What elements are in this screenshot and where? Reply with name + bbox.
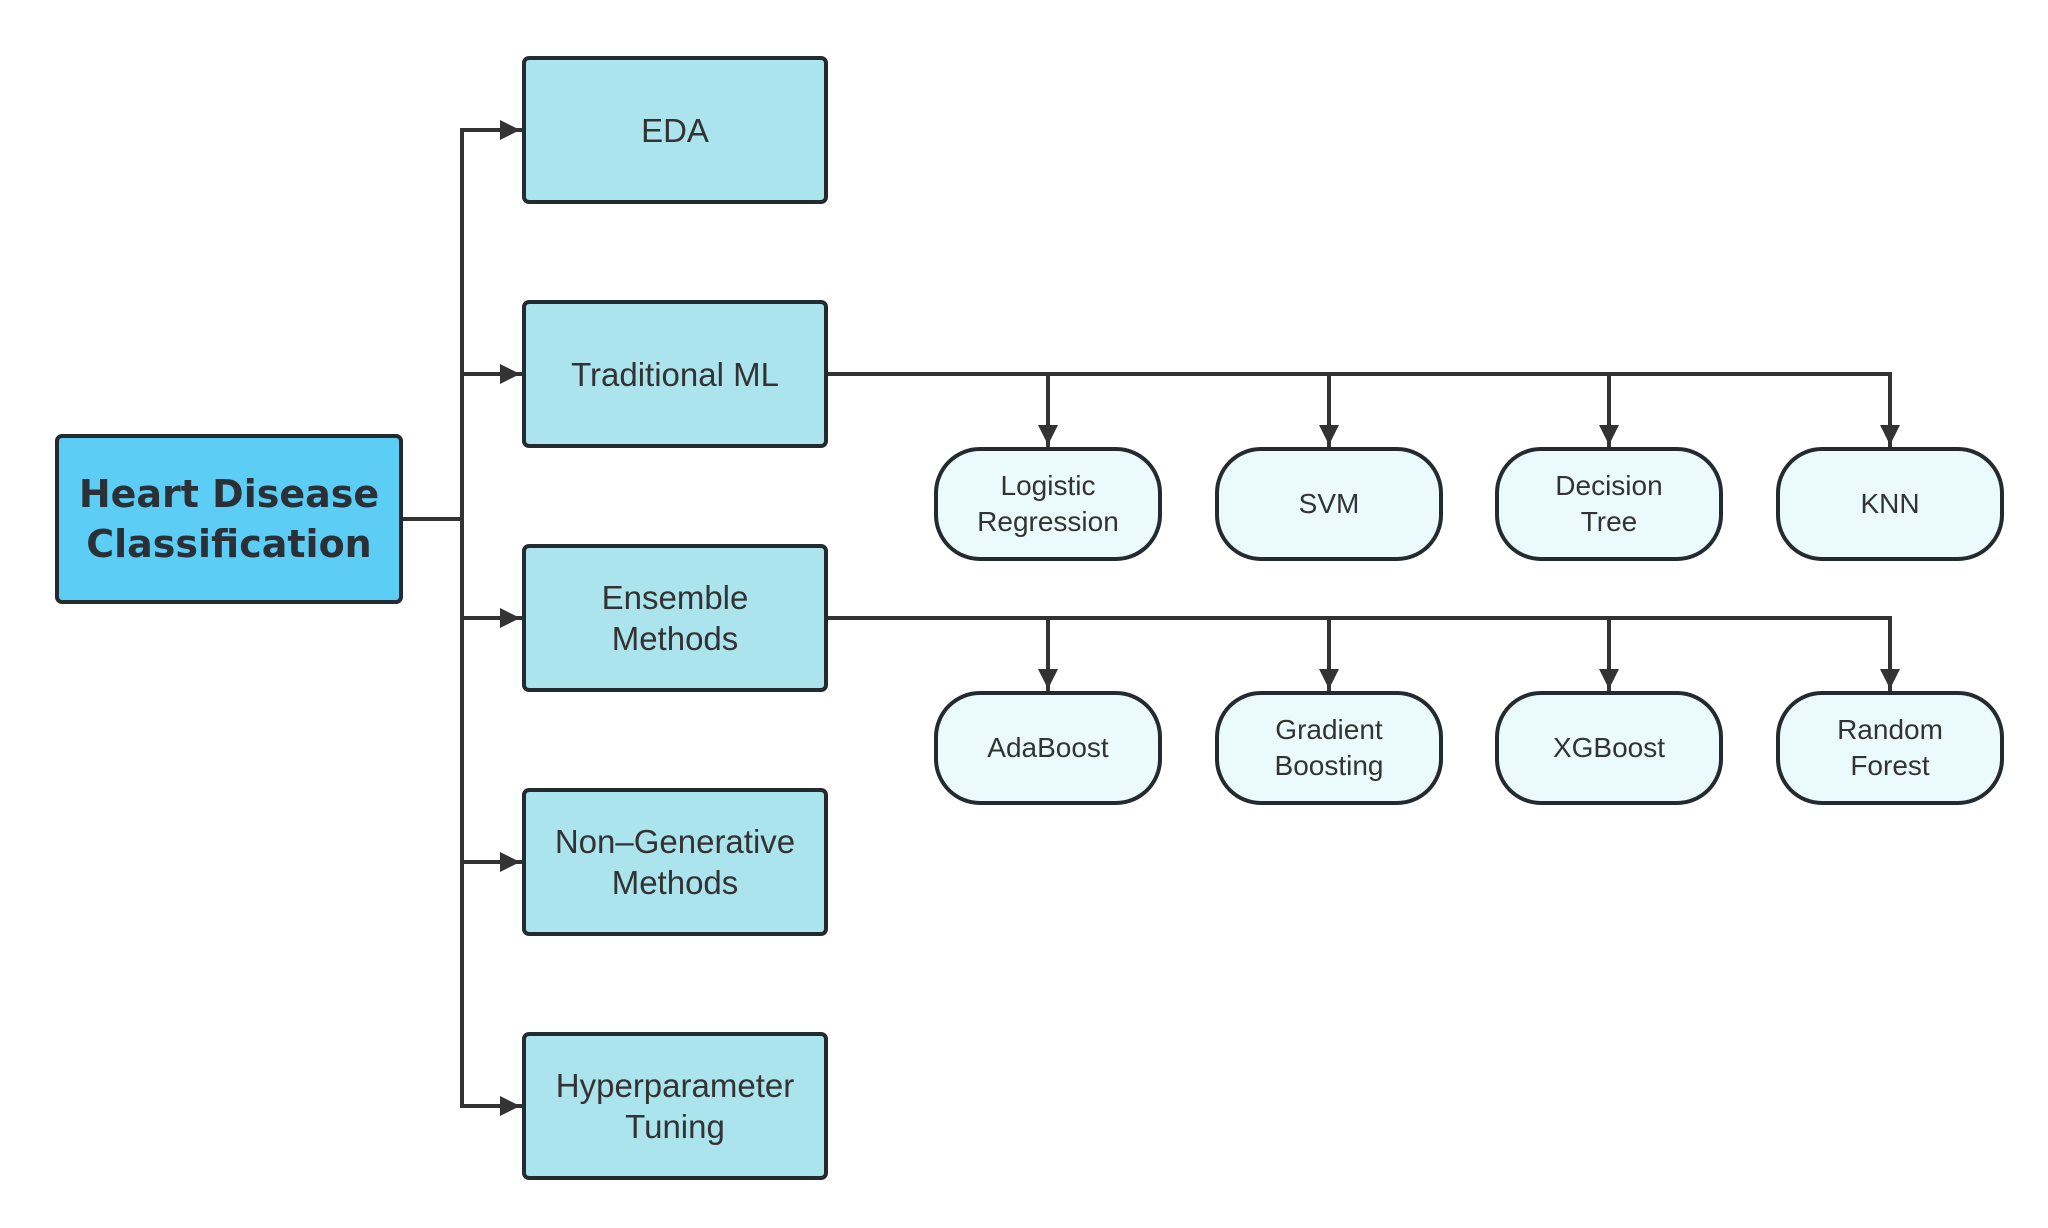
branch-node-traditional-ml: Traditional ML [522,300,828,448]
leaf-node-gradient-boosting: Gradient Boosting [1215,691,1443,805]
leaf-node-logistic-regression: Logistic Regression [934,447,1162,561]
branch-node-non-generative-methods: Non–Generative Methods [522,788,828,936]
root-node-heart-disease-classification: Heart Disease Classification [55,434,403,604]
leaf-node-decision-tree: Decision Tree [1495,447,1723,561]
leaf-node-xgboost: XGBoost [1495,691,1723,805]
branch-node-ensemble-methods: Ensemble Methods [522,544,828,692]
branch-node-hyperparameter-tuning: Hyperparameter Tuning [522,1032,828,1180]
leaf-node-knn: KNN [1776,447,2004,561]
leaf-node-random-forest: Random Forest [1776,691,2004,805]
leaf-node-svm: SVM [1215,447,1443,561]
leaf-node-adaboost: AdaBoost [934,691,1162,805]
branch-node-eda: EDA [522,56,828,204]
